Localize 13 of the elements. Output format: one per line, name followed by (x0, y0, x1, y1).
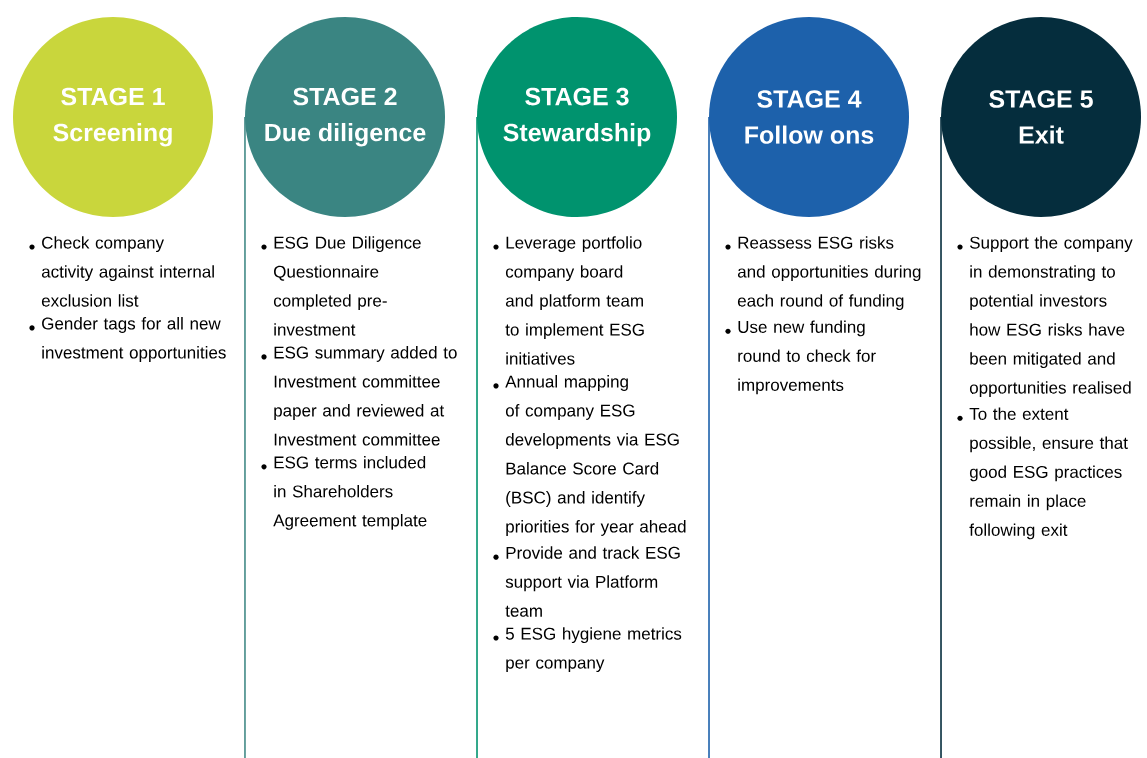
bullet-item: 5 ESG hygiene metrics per company (493, 627, 682, 673)
bullet-item: Use new funding round to check for improvements (725, 320, 876, 395)
bullet-item: ESG Due Diligence Questionnaire completed pre-investment (261, 236, 421, 336)
bullet-item: Annual mapping of company ESG developments via ESG Balance Score Card (BSC) and identify priorities for year ahead (493, 375, 686, 536)
bullet-item: Reassess ESG risks and opportunities during each round of funding (725, 236, 921, 311)
bullet-item: To the extent possible, ensure that good ESG practices remain in place following exit (957, 407, 1128, 540)
bullet-item: Leverage portfolio company board and platform team to implement ESG initiatives (493, 236, 644, 365)
bullet-item: Check company activity against internal exclusion list (29, 236, 214, 307)
bullet-item: ESG terms included in Shareholders Agreement template (261, 456, 427, 530)
bullet-item: Support the company in demonstrating to potential investors how ESG risks have been mitigated and opportunities realised (957, 236, 1133, 398)
bullet-item: Gender tags for all new investment opportunities (29, 317, 226, 362)
bullet-item: ESG summary added to Investment committee paper and reviewed at Investment committee (261, 346, 457, 446)
bullet-item: Provide and track ESG support via Platform team (493, 546, 680, 617)
